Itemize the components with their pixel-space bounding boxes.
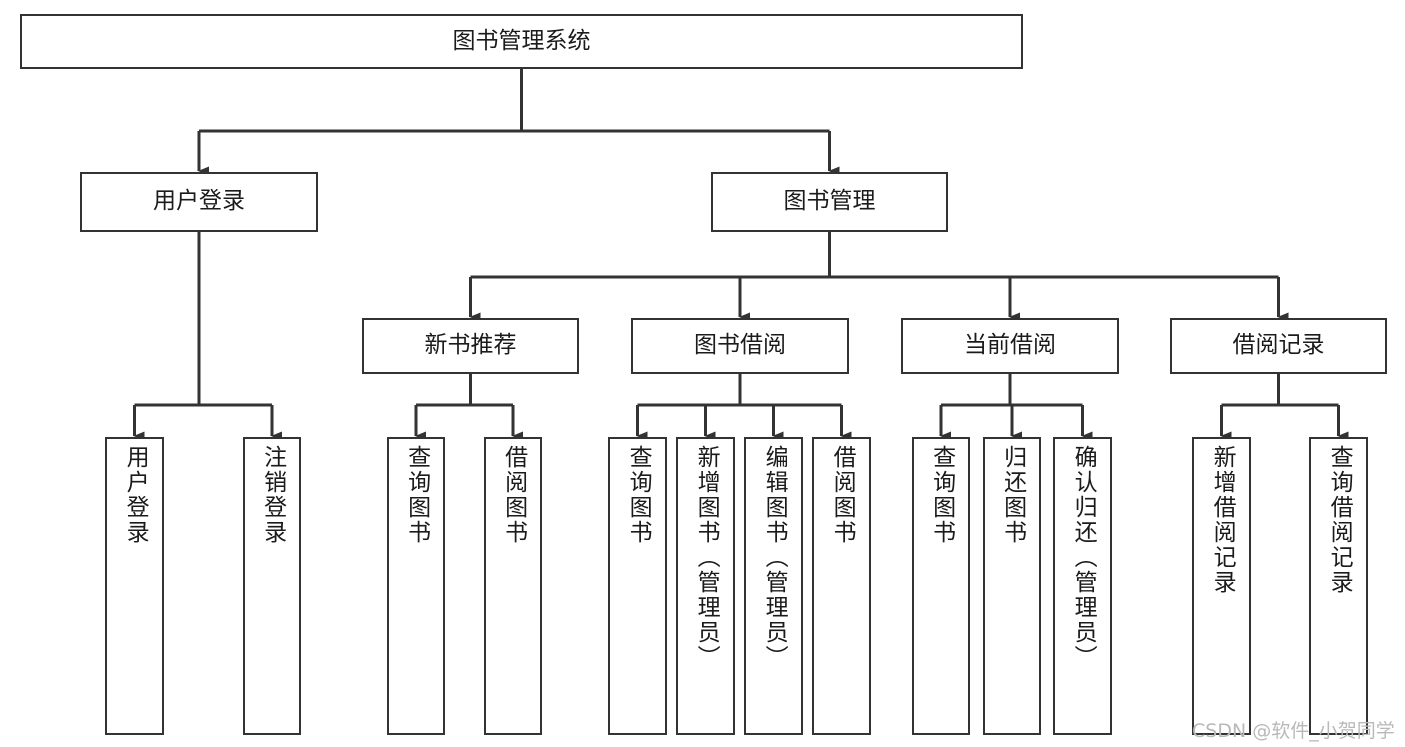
node-label-leaf-borrow-book-new: 借阅图书 xyxy=(500,445,527,545)
node-label-new-book-recommend: 新书推荐 xyxy=(424,332,517,359)
node-leaf-return-book[interactable]: 归还图书 xyxy=(983,437,1041,735)
node-leaf-user-login[interactable]: 用户登录 xyxy=(105,437,164,735)
node-new-book-recommend[interactable]: 新书推荐 xyxy=(362,318,579,374)
node-leaf-query-book-borrow[interactable]: 查询图书 xyxy=(608,437,667,735)
node-book-borrow[interactable]: 图书借阅 xyxy=(631,318,849,374)
node-label-leaf-user-logout: 注销登录 xyxy=(259,445,286,545)
node-label-root: 图书管理系统 xyxy=(452,27,591,54)
node-borrow-record[interactable]: 借阅记录 xyxy=(1170,318,1387,374)
node-leaf-query-book-current[interactable]: 查询图书 xyxy=(912,437,970,735)
node-book-manage[interactable]: 图书管理 xyxy=(711,172,948,232)
node-label-leaf-confirm-return-admin: 确认归还（管理员） xyxy=(1070,445,1097,670)
node-label-user-login: 用户登录 xyxy=(153,188,245,215)
node-label-borrow-record: 借阅记录 xyxy=(1232,332,1325,359)
node-label-leaf-add-book-admin: 新增图书（管理员） xyxy=(693,445,720,670)
node-leaf-user-logout[interactable]: 注销登录 xyxy=(243,437,301,735)
node-root[interactable]: 图书管理系统 xyxy=(20,14,1023,69)
node-label-leaf-edit-book-admin: 编辑图书（管理员） xyxy=(761,445,788,670)
node-label-leaf-add-borrow-record: 新增借阅记录 xyxy=(1209,445,1236,595)
node-label-leaf-query-book-new: 查询图书 xyxy=(403,445,430,545)
node-leaf-add-book-admin[interactable]: 新增图书（管理员） xyxy=(676,437,735,735)
connector-group xyxy=(133,69,1349,441)
node-label-leaf-query-book-borrow: 查询图书 xyxy=(625,445,652,545)
node-label-leaf-return-book: 归还图书 xyxy=(999,445,1026,545)
node-label-leaf-user-login: 用户登录 xyxy=(122,445,149,545)
node-user-login[interactable]: 用户登录 xyxy=(80,172,318,232)
node-label-leaf-query-borrow-record: 查询借阅记录 xyxy=(1326,445,1353,595)
node-leaf-borrow-book-new[interactable]: 借阅图书 xyxy=(484,437,542,735)
node-leaf-query-borrow-record[interactable]: 查询借阅记录 xyxy=(1309,437,1368,735)
node-leaf-query-book-new[interactable]: 查询图书 xyxy=(387,437,445,735)
node-leaf-edit-book-admin[interactable]: 编辑图书（管理员） xyxy=(744,437,803,735)
node-label-leaf-query-book-current: 查询图书 xyxy=(928,445,955,545)
node-label-leaf-borrow-book: 借阅图书 xyxy=(829,445,856,545)
node-current-borrow[interactable]: 当前借阅 xyxy=(901,318,1119,374)
node-leaf-borrow-book[interactable]: 借阅图书 xyxy=(812,437,871,735)
node-leaf-add-borrow-record[interactable]: 新增借阅记录 xyxy=(1192,437,1251,735)
node-label-current-borrow: 当前借阅 xyxy=(964,332,1056,359)
node-label-book-borrow: 图书借阅 xyxy=(694,332,786,359)
node-leaf-confirm-return-admin[interactable]: 确认归还（管理员） xyxy=(1053,437,1112,735)
node-label-book-manage: 图书管理 xyxy=(783,188,876,215)
